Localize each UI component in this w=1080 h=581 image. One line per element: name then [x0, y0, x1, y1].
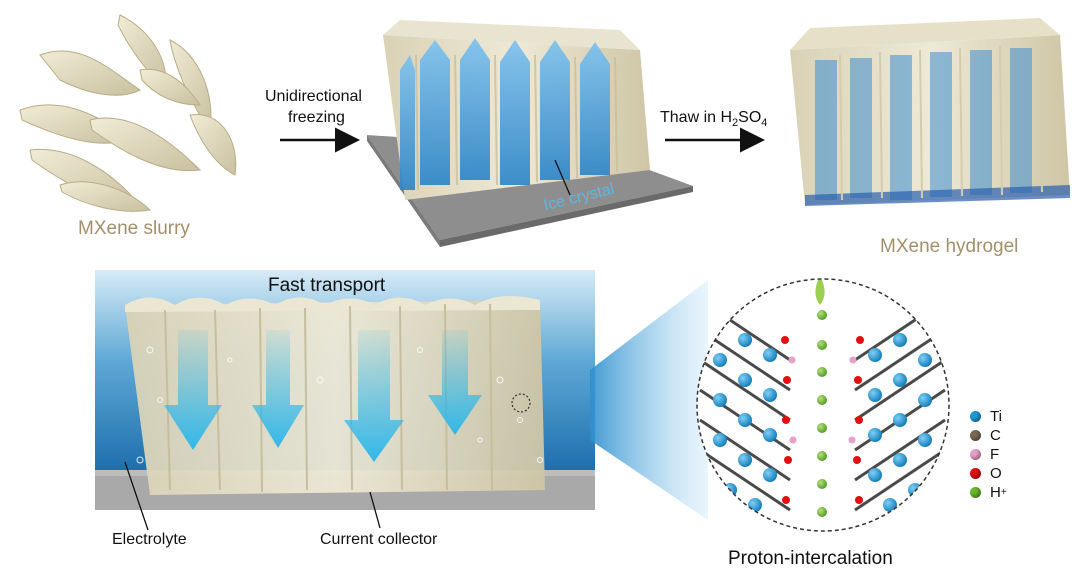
legend-label: F: [990, 446, 1000, 463]
thaw-text-so: SO: [738, 109, 762, 126]
legend-item-c: C: [970, 426, 1007, 445]
legend-item-f: F: [970, 445, 1007, 464]
legend-label: O: [990, 465, 1002, 482]
current-collector-label: Current collector: [320, 531, 438, 548]
mxene-slurry-label: MXene slurry: [78, 218, 190, 239]
o-dot-icon: [970, 468, 981, 479]
proton-intercalation-label: Proton-intercalation: [728, 548, 893, 569]
legend-item-o: O: [970, 464, 1007, 483]
legend-label: C: [990, 427, 1001, 444]
freezing-label-line1: Unidirectional: [265, 88, 362, 105]
hydrogel-block: [790, 18, 1070, 206]
c-dot-icon: [970, 430, 981, 441]
freezing-label-line2: freezing: [288, 109, 345, 126]
element-legend: Ti C F O H+: [970, 407, 1007, 502]
thaw-text: Thaw in H: [660, 109, 733, 126]
thaw-subscript-4: 4: [761, 117, 768, 130]
atomic-structure: [696, 278, 950, 532]
h-dot-icon: [970, 487, 981, 498]
zoom-cone: [590, 280, 708, 520]
mxene-slurry-flakes: [19, 14, 237, 212]
legend-item-ti: Ti: [970, 407, 1007, 426]
freezing-block: [367, 20, 693, 247]
mxene-hydrogel-label: MXene hydrogel: [880, 236, 1019, 257]
fast-transport-label: Fast transport: [268, 275, 386, 296]
legend-item-h: H+: [970, 483, 1007, 502]
ti-dot-icon: [970, 411, 981, 422]
thaw-label: Thaw in H2SO4: [660, 109, 767, 129]
electrolyte-label: Electrolyte: [112, 531, 187, 548]
thaw-subscript-2: 2: [732, 117, 739, 130]
legend-superscript: +: [1000, 487, 1007, 498]
legend-label: H: [990, 484, 1001, 501]
f-dot-icon: [970, 449, 981, 460]
fast-transport-panel: [95, 270, 595, 531]
legend-label: Ti: [990, 408, 1002, 425]
